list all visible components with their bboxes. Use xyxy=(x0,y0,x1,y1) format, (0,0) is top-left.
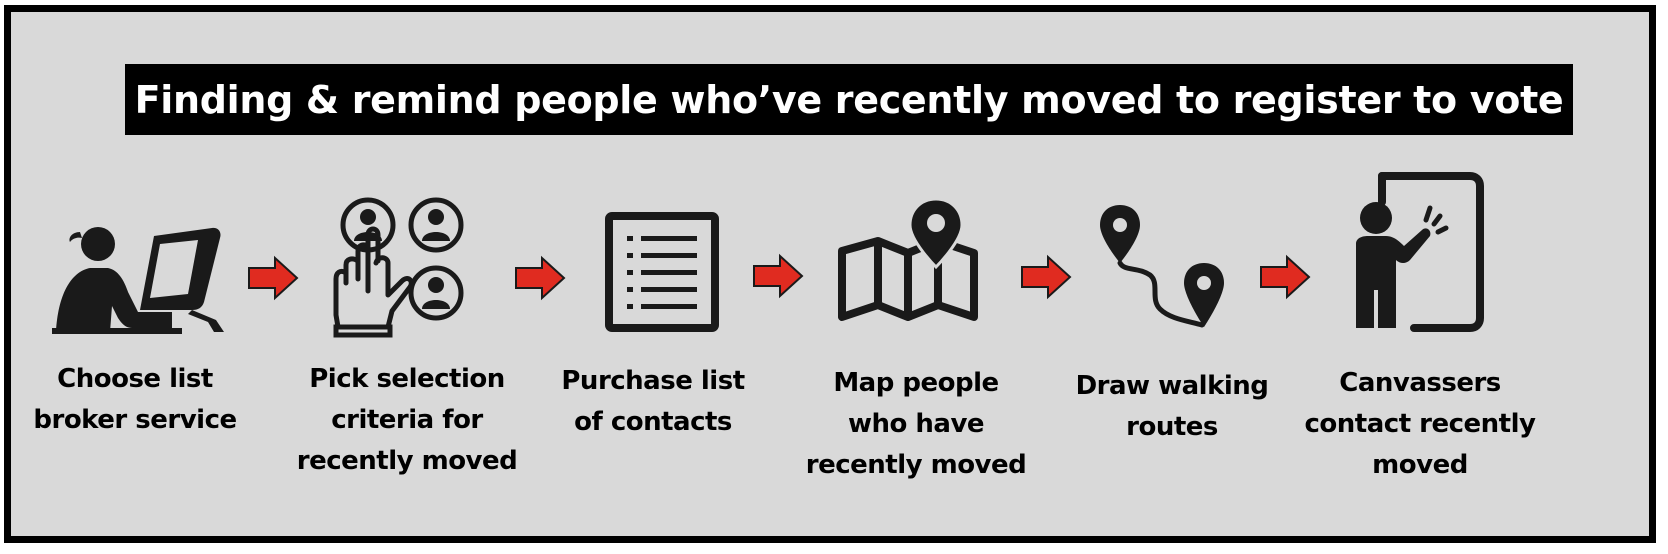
step-4-label: Map people who have recently moved xyxy=(806,363,1027,486)
arrow-3-icon xyxy=(753,253,804,299)
label-line: of contacts xyxy=(574,407,732,437)
step-2-label: Pick selection criteria for recently mov… xyxy=(297,359,518,482)
step-6-label: Canvassers contact recently moved xyxy=(1305,363,1536,486)
step-3-label: Purchase list of contacts xyxy=(561,361,745,443)
arrow-1-icon xyxy=(248,255,299,301)
person-knocking-door-icon xyxy=(1356,172,1484,332)
label-line: routes xyxy=(1126,412,1218,442)
page-title: Finding & remind people who’ve recently … xyxy=(134,77,1564,122)
label-line: Map people xyxy=(833,368,999,398)
arrow-2-icon xyxy=(515,255,566,301)
step-1-label: Choose list broker service xyxy=(33,359,237,441)
step-5-label: Draw walking routes xyxy=(1076,366,1269,448)
label-line: Purchase list xyxy=(561,366,745,396)
label-line: broker service xyxy=(33,405,237,435)
hand-selecting-people-icon xyxy=(333,197,464,338)
label-line: contact recently xyxy=(1304,409,1536,439)
arrow-5-icon xyxy=(1260,254,1311,300)
person-at-computer-icon xyxy=(52,227,224,334)
title-banner: Finding & remind people who’ve recently … xyxy=(125,64,1573,135)
label-line: recently moved xyxy=(296,446,518,476)
arrow-4-icon xyxy=(1021,254,1072,300)
label-line: moved xyxy=(1372,450,1468,480)
map-with-pin-icon xyxy=(838,197,978,321)
label-line: recently moved xyxy=(805,450,1027,480)
label-line: Draw walking xyxy=(1075,371,1269,401)
label-line: Pick selection xyxy=(309,364,505,394)
label-line: Canvassers xyxy=(1339,368,1501,398)
contact-list-icon xyxy=(605,212,719,332)
route-pins-icon xyxy=(1100,205,1224,328)
label-line: Choose list xyxy=(57,364,213,394)
label-line: criteria for xyxy=(331,405,483,435)
label-line: who have xyxy=(847,409,985,439)
